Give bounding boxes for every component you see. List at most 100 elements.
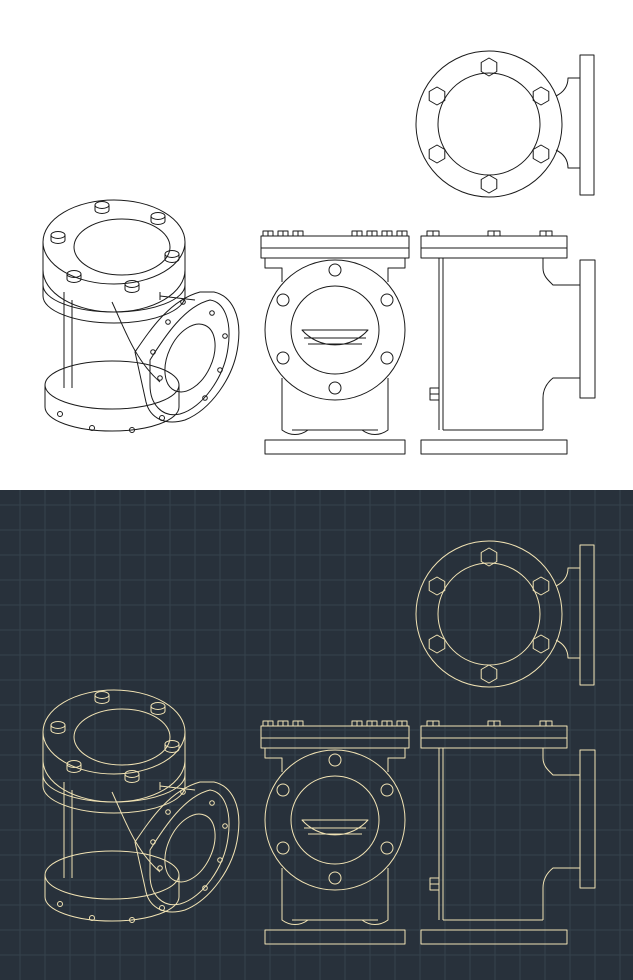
front-view	[260, 230, 410, 455]
bolt-side	[66, 764, 82, 773]
branch-bottom	[542, 867, 580, 920]
bolt-hole	[276, 351, 290, 365]
branch-top	[159, 785, 196, 791]
blueprint-background	[0, 490, 633, 980]
top-view	[415, 540, 595, 688]
cover-flange	[260, 235, 410, 259]
branch-curve	[111, 301, 161, 383]
bolt-hole	[209, 310, 215, 316]
cover-side	[42, 732, 186, 803]
bottom-flange-top	[44, 850, 180, 900]
side-flange-face	[149, 299, 230, 416]
cover-flange-rim	[42, 285, 186, 324]
bolt	[66, 760, 82, 773]
bolt	[94, 201, 110, 214]
bolt-head	[428, 86, 446, 106]
bolt-hole	[380, 841, 394, 855]
side-flange-face	[149, 789, 230, 906]
bolt-hole	[328, 381, 342, 395]
bolt-hole	[57, 901, 63, 907]
bolt	[150, 702, 166, 715]
bolt-head	[532, 634, 550, 654]
bolt-hole	[209, 800, 215, 806]
bolt-side	[164, 744, 180, 753]
body-shoulder-left	[264, 258, 283, 282]
bolt-head	[480, 664, 498, 684]
front-flange-bore	[290, 775, 380, 865]
cover-flange-rim	[42, 775, 186, 814]
bolt-side	[124, 284, 140, 293]
base-flange	[420, 929, 568, 945]
isometric-view	[42, 689, 240, 923]
bolt	[164, 740, 180, 753]
branch-flange	[579, 259, 596, 399]
bolt-hole	[165, 809, 171, 815]
branch-top	[542, 748, 580, 776]
bolt-top	[50, 721, 66, 729]
body-shoulder-right	[387, 748, 406, 772]
bolt-hole	[180, 789, 186, 795]
branch-neck	[555, 77, 581, 169]
body-lower-left	[281, 868, 309, 925]
base-flange	[264, 929, 406, 945]
body-lower-right	[361, 378, 389, 435]
light-drawing-sheet	[42, 50, 596, 455]
bolt	[150, 212, 166, 225]
bolt-hole	[222, 333, 228, 339]
cover-flange	[260, 725, 410, 749]
bolt-top	[124, 770, 140, 778]
light-sheet-canvas	[42, 50, 596, 455]
front-flange	[264, 259, 406, 401]
bolt-hole	[180, 299, 186, 305]
bolt-hole	[276, 783, 290, 797]
bolt-hole	[328, 871, 342, 885]
side-flange-bore	[164, 813, 216, 883]
bolt-head	[532, 144, 550, 164]
bolt-side	[50, 725, 66, 734]
bolt-hole	[129, 427, 135, 433]
bolt-side	[94, 695, 110, 704]
bolt-side	[164, 254, 180, 263]
bolt-hole	[276, 293, 290, 307]
strainer-screen	[301, 819, 369, 836]
branch-flange	[579, 544, 595, 686]
bolt-side	[150, 216, 166, 225]
side-view	[420, 720, 596, 945]
bolt	[50, 231, 66, 244]
bolt	[50, 721, 66, 734]
bolt-head	[532, 86, 550, 106]
top-flange-bore	[437, 72, 541, 176]
side-flange-outline	[134, 291, 240, 423]
bolt-head	[428, 634, 446, 654]
bolt	[124, 770, 140, 783]
bolt-hole	[328, 263, 342, 277]
top-flange	[415, 50, 563, 198]
bolt-head	[428, 144, 446, 164]
cover-bore	[73, 218, 171, 276]
bolt-hole	[380, 293, 394, 307]
base-flange	[264, 439, 406, 455]
cover-side	[42, 242, 186, 313]
isometric-view	[42, 199, 240, 433]
branch-top	[542, 258, 580, 286]
dark-drawing-sheet	[0, 490, 633, 980]
bolt-side	[50, 235, 66, 244]
side-flange-bore	[164, 323, 216, 393]
top-flange	[415, 540, 563, 688]
bolt-hole	[157, 865, 163, 871]
side-flange-outline	[134, 781, 240, 913]
bolt-hole	[217, 367, 223, 373]
front-flange-bore	[290, 285, 380, 375]
strainer-screen	[301, 329, 369, 346]
bolt-hole	[380, 351, 394, 365]
bolt-head	[480, 547, 498, 567]
bolt-top	[66, 760, 82, 768]
cover-bore	[73, 708, 171, 766]
top-view	[415, 50, 595, 198]
bolt-head	[480, 174, 498, 194]
dark-sheet-canvas	[0, 490, 633, 980]
body-lower-left	[281, 378, 309, 435]
branch-curve	[111, 791, 161, 873]
body-shoulder-right	[387, 258, 406, 282]
bottom-flange-rim	[44, 385, 180, 432]
